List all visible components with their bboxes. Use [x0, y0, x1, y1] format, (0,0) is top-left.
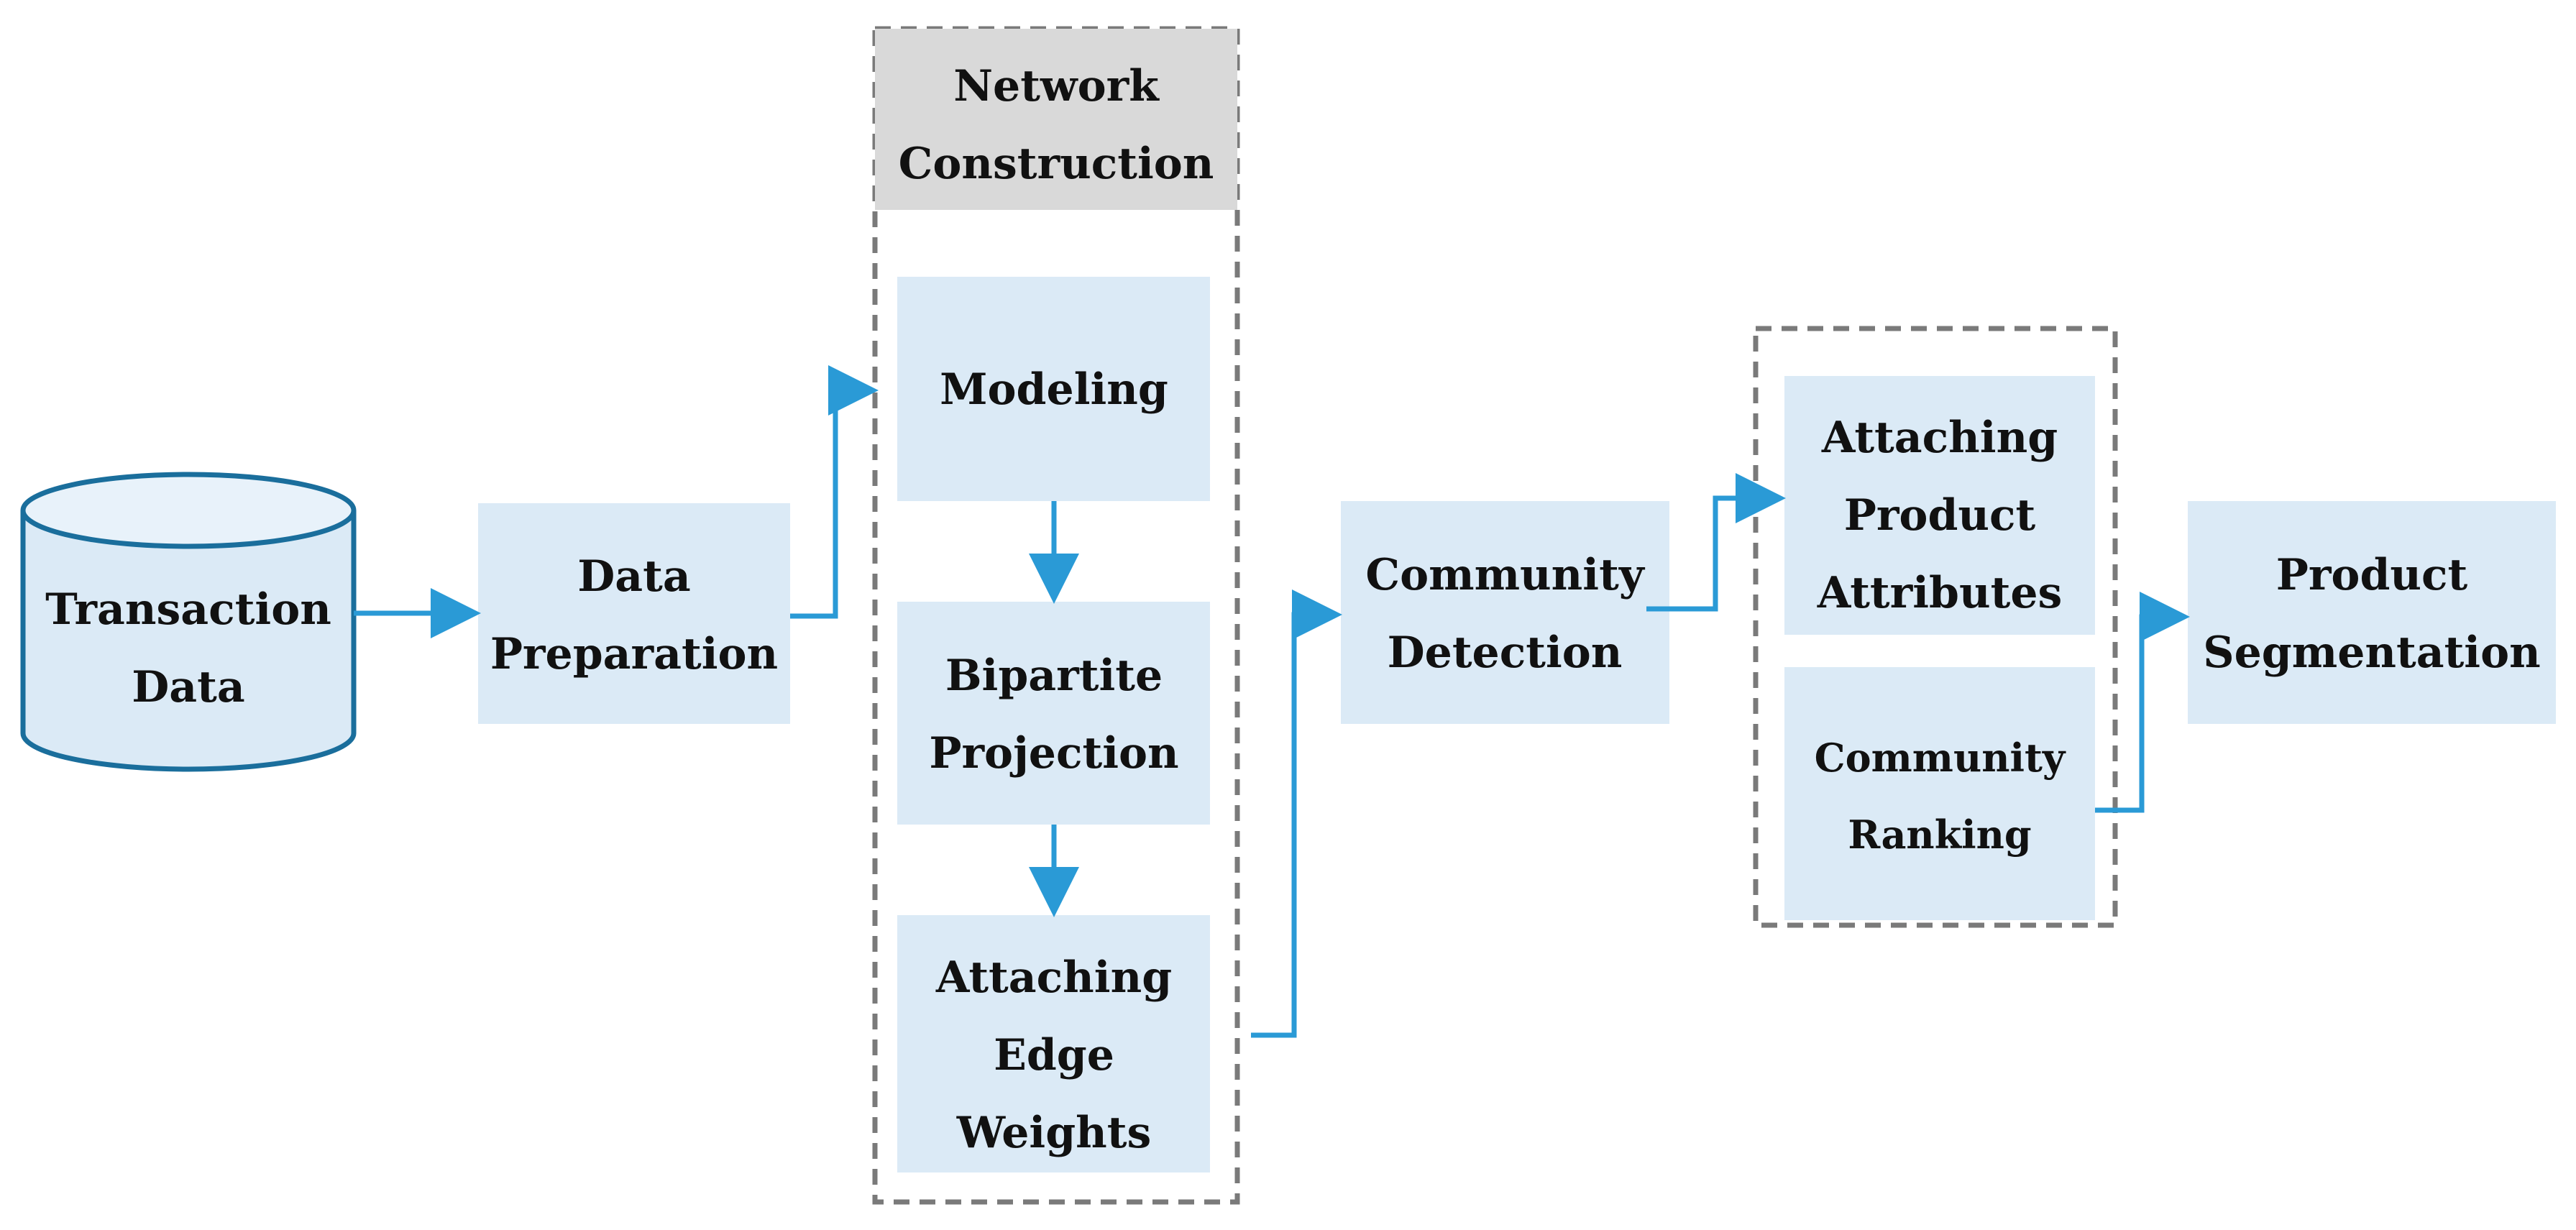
data-preparation-label-1: Data	[577, 551, 691, 602]
modeling-node: Modeling	[897, 277, 1210, 501]
attaching-edge-weights-node: Attaching Edge Weights	[897, 915, 1210, 1172]
community-ranking-node: Community Ranking	[1784, 667, 2095, 920]
bipartite-projection-label-1: Bipartite	[945, 651, 1163, 701]
bipartite-projection-node: Bipartite Projection	[897, 602, 1210, 825]
transaction-data-label-1: Transaction	[45, 584, 331, 635]
community-detection-label-1: Community	[1365, 550, 1646, 600]
modeling-label: Modeling	[940, 364, 1168, 415]
community-detection-node: Community Detection	[1341, 501, 1669, 724]
connectors	[354, 365, 2190, 1038]
attaching-product-attributes-node: Attaching Product Attributes	[1784, 376, 2095, 635]
arrow-community-detection-to-attributes	[1646, 473, 1786, 612]
community-ranking-label-2: Ranking	[1848, 812, 2031, 858]
network-construction-title-2: Construction	[899, 139, 1214, 189]
network-construction-header	[875, 29, 1237, 210]
product-segmentation-label-2: Segmentation	[2203, 628, 2540, 678]
attaching-product-attributes-label-3: Attributes	[1817, 568, 2063, 618]
arrow-ranking-to-segmentation	[2095, 592, 2190, 813]
attaching-product-attributes-label-1: Attaching	[1821, 413, 2058, 463]
data-preparation-label-2: Preparation	[490, 629, 778, 679]
community-detection-label-2: Detection	[1388, 628, 1623, 678]
bipartite-projection-label-2: Projection	[929, 728, 1178, 779]
attaching-edge-weights-label-1: Attaching	[935, 953, 1172, 1003]
database-cylinder-top	[20, 472, 357, 549]
transaction-data-label-2: Data	[132, 662, 245, 712]
attributes-group: Attaching Product Attributes Community R…	[1753, 326, 2118, 928]
community-ranking-label-1: Community	[1815, 735, 2066, 781]
product-segmentation-label-1: Product	[2276, 550, 2468, 600]
network-construction-group: Network Construction Modeling Bipartite …	[872, 26, 1240, 1205]
attaching-edge-weights-label-2: Edge	[994, 1030, 1114, 1080]
data-preparation-node: Data Preparation	[478, 503, 790, 724]
product-segmentation-node: Product Segmentation	[2188, 501, 2556, 724]
attaching-edge-weights-label-3: Weights	[956, 1108, 1152, 1158]
attributes-group-dashed-border	[1753, 326, 2118, 928]
database-cylinder-icon	[20, 510, 357, 772]
transaction-data-node: Transaction Data	[20, 472, 357, 772]
attaching-product-attributes-label-2: Product	[1844, 490, 2036, 541]
network-construction-title-1: Network	[953, 61, 1160, 111]
arrow-preparation-to-modeling	[790, 365, 879, 619]
arrow-edge-weights-to-community-detection	[1251, 589, 1342, 1038]
